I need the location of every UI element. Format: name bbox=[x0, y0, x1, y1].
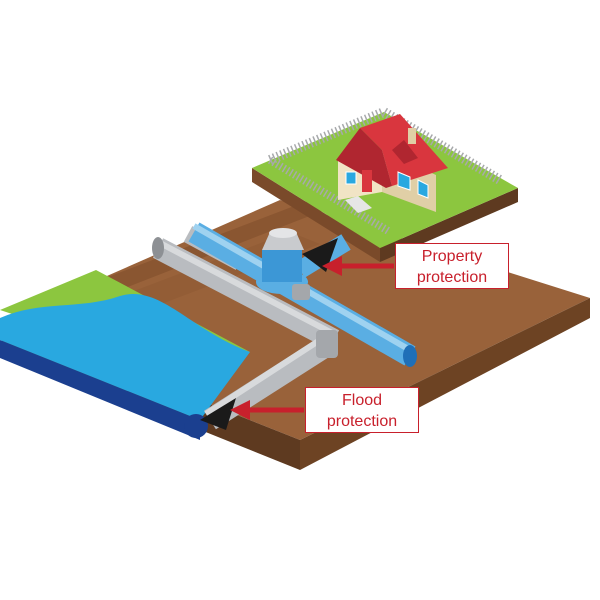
valve-body bbox=[262, 250, 302, 282]
window-1 bbox=[345, 171, 357, 185]
water-body bbox=[0, 270, 250, 440]
door bbox=[362, 170, 372, 192]
flood-flap-valve bbox=[200, 398, 236, 430]
house-roof-dark bbox=[336, 128, 392, 188]
flood-flap bbox=[184, 398, 236, 438]
plot-side bbox=[252, 168, 380, 262]
house-icon bbox=[336, 114, 448, 212]
property-protection-label: Property protection bbox=[395, 243, 509, 289]
valve-ring bbox=[292, 284, 310, 300]
arrow-icon bbox=[230, 256, 394, 420]
fence-front bbox=[267, 156, 393, 236]
flood-arrow-head bbox=[230, 400, 250, 420]
valve-icon bbox=[256, 228, 338, 300]
fence-back bbox=[268, 106, 503, 185]
grey-pipe-down-highlight bbox=[204, 337, 322, 417]
flood-protection-label: Flood protection bbox=[305, 387, 419, 433]
property-label-line2: protection bbox=[416, 269, 488, 286]
flood-label-line1: Flood bbox=[341, 392, 383, 409]
valve-cap bbox=[262, 232, 304, 250]
valve-top bbox=[269, 228, 297, 238]
dormer-roof bbox=[392, 140, 418, 164]
grey-pipe-end-cap bbox=[152, 237, 164, 259]
grey-pipe-horizontal bbox=[152, 238, 340, 350]
pipe-elbow bbox=[316, 330, 338, 358]
water-surface bbox=[0, 294, 250, 420]
property-arrow-head bbox=[322, 256, 342, 276]
property-label-line1: Property bbox=[421, 248, 483, 265]
grey-pipe-highlight bbox=[156, 239, 336, 337]
blue-pipe-end bbox=[403, 345, 417, 367]
window-2 bbox=[397, 171, 411, 191]
garden-path bbox=[345, 196, 372, 213]
water-dark-side bbox=[0, 340, 200, 440]
flood-label-line2: protection bbox=[326, 413, 398, 430]
chimney bbox=[408, 128, 416, 144]
window-3 bbox=[417, 179, 429, 199]
